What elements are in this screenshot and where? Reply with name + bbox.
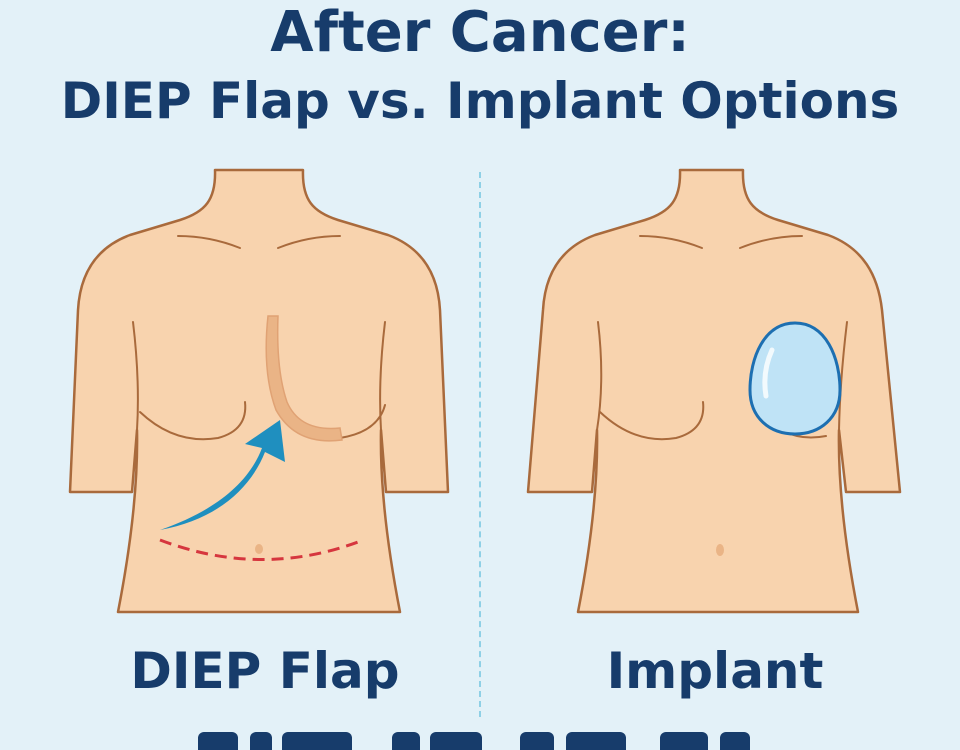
page-title: After Cancer: (270, 0, 690, 65)
implant-torso-body (526, 168, 902, 614)
diep-armline-right (379, 321, 386, 431)
diep-flap-reconstruction (265, 315, 343, 442)
implant-armline-right (838, 321, 848, 431)
implant-clavicle-left (639, 235, 703, 249)
diep-breast-left (139, 401, 247, 441)
diep-armline-left (132, 321, 139, 431)
implant-torso (526, 168, 902, 614)
diep-clavicle-right (277, 235, 341, 249)
implant-clavicle-right (739, 235, 803, 249)
cut-off-caption (0, 722, 960, 750)
implant-breast-left (599, 401, 705, 441)
diep-torso-body (68, 168, 450, 614)
incision-line-icon (159, 538, 359, 561)
implant-label: Implant (606, 642, 824, 700)
implant-navel-icon (716, 544, 724, 556)
page-subtitle: DIEP Flap vs. Implant Options (60, 72, 900, 130)
panel-divider (479, 172, 481, 717)
curved-arrow-icon (160, 420, 285, 530)
diep-navel-icon (255, 544, 263, 554)
implant-icon (748, 321, 842, 436)
diep-flap-label: DIEP Flap (130, 642, 400, 700)
implant-armline-left (596, 321, 603, 431)
diep-clavicle-left (177, 235, 241, 249)
diep-torso (68, 168, 450, 614)
